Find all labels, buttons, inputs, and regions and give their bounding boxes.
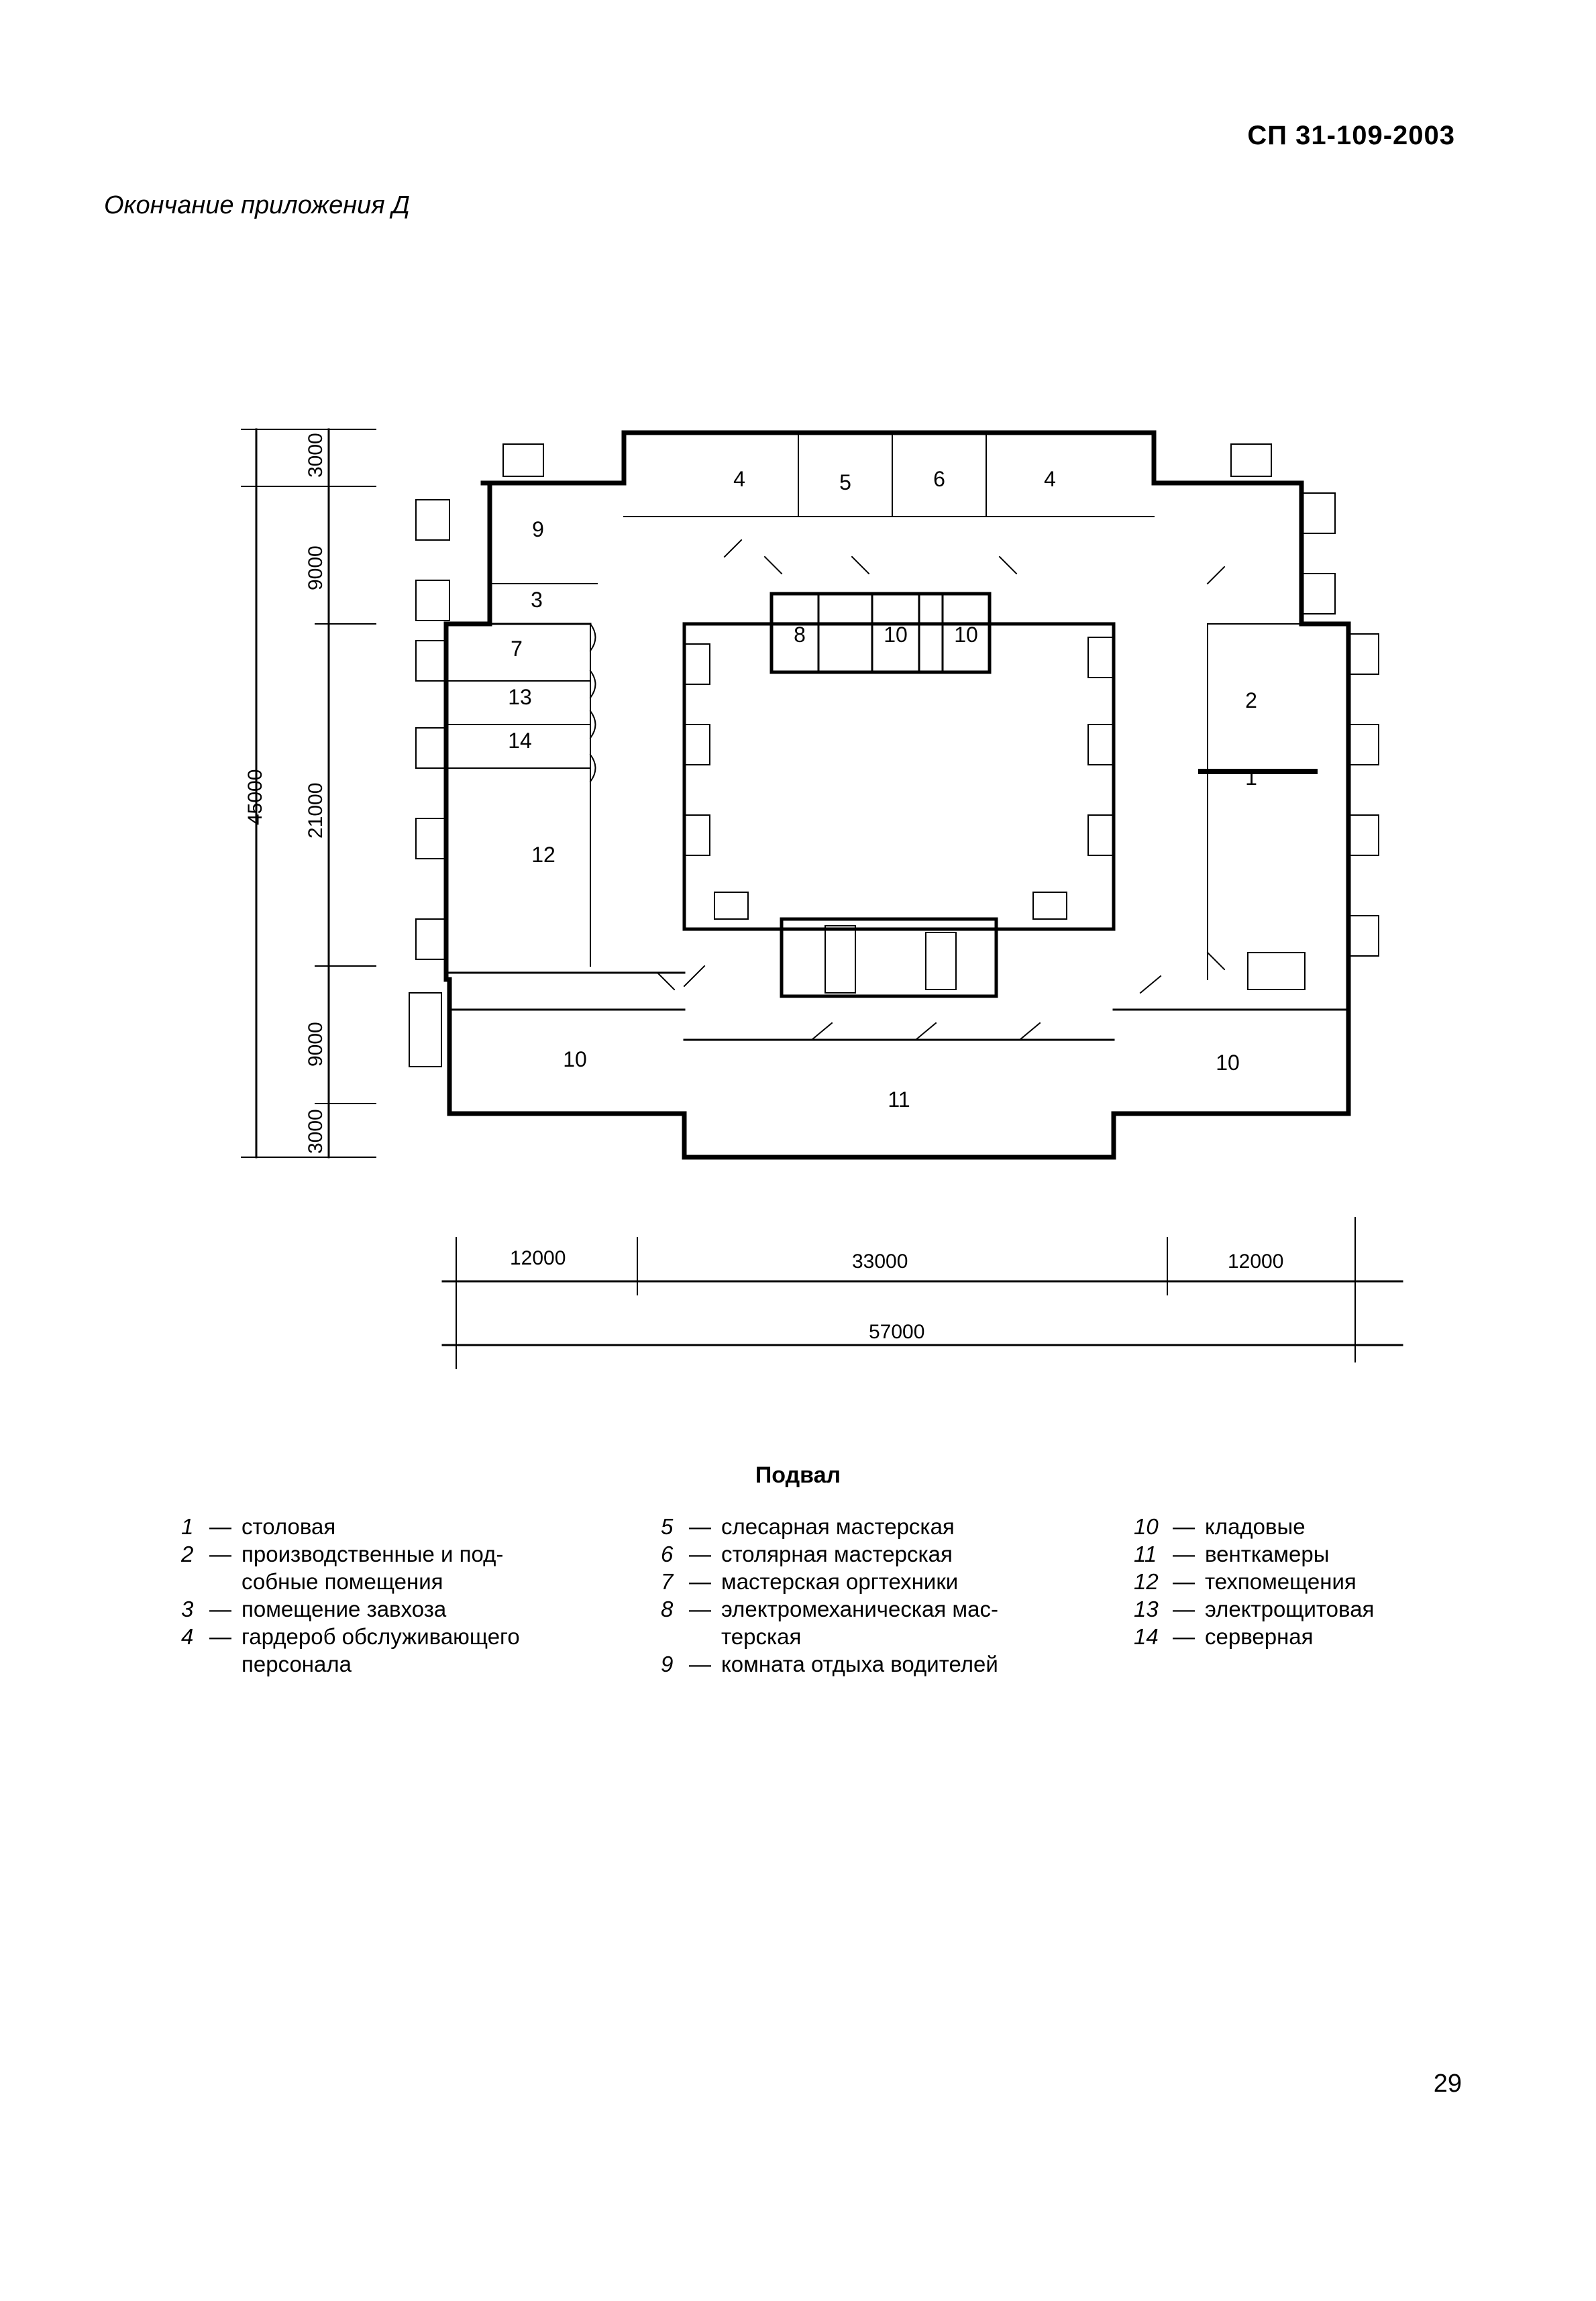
legend-item: 11—венткамеры bbox=[1134, 1542, 1330, 1566]
room-label-6: 6 bbox=[933, 467, 945, 491]
dim-segment-label: 3000 bbox=[305, 433, 327, 478]
legend-item: 3—помещение завхоза bbox=[181, 1597, 447, 1621]
dim-total-label: 45000 bbox=[244, 769, 266, 825]
dim-width-segment: 33000 bbox=[852, 1250, 908, 1273]
legend-item: 8—электромеханическая мас- bbox=[661, 1597, 998, 1621]
room-label-10: 10 bbox=[563, 1047, 587, 1071]
room-label-3: 3 bbox=[531, 588, 543, 612]
legend-item-continuation: персонала bbox=[242, 1652, 352, 1676]
legend-item: 5—слесарная мастерская bbox=[661, 1514, 955, 1539]
legend-item-continuation: терская bbox=[721, 1624, 802, 1649]
legend-item: 13—электрощитовая bbox=[1134, 1597, 1375, 1621]
legend-item: 4—гардероб обслуживающего bbox=[181, 1624, 520, 1649]
room-label-9: 9 bbox=[532, 517, 544, 541]
document-code: СП 31-109-2003 bbox=[1247, 121, 1455, 150]
room-label-10: 10 bbox=[884, 623, 908, 647]
floor-plan-drawing: 45000 3000 9000 21000 9000 3000 12000 33… bbox=[241, 428, 1403, 1369]
legend-item-continuation: собные помещения bbox=[242, 1569, 443, 1594]
page-number: 29 bbox=[1433, 2070, 1462, 2098]
room-label-4: 4 bbox=[1044, 467, 1056, 491]
appendix-title: Окончание приложения Д bbox=[104, 191, 410, 219]
legend-item: 1—столовая bbox=[181, 1514, 336, 1539]
room-label-12: 12 bbox=[531, 843, 555, 867]
dim-segment-label: 9000 bbox=[305, 545, 327, 590]
legend-column-2: 5—слесарная мастерская 6—столярная масте… bbox=[661, 1513, 1077, 1678]
legend-column-1: 1—столовая 2—производственные и под- соб… bbox=[181, 1513, 590, 1678]
room-label-8: 8 bbox=[794, 623, 806, 647]
dim-segment-label: 21000 bbox=[305, 783, 327, 839]
room-label-1: 1 bbox=[1245, 765, 1257, 790]
room-label-10: 10 bbox=[1216, 1051, 1240, 1075]
floor-plan: 45000 3000 9000 21000 9000 3000 12000 33… bbox=[215, 403, 1422, 1412]
legend-column-3: 10—кладовые 11—венткамеры 12—техпомещени… bbox=[1134, 1513, 1509, 1650]
legend-item: 2—производственные и под- bbox=[181, 1542, 504, 1566]
legend-item: 10—кладовые bbox=[1134, 1514, 1306, 1539]
dim-width-total: 57000 bbox=[869, 1321, 924, 1343]
room-label-11: 11 bbox=[888, 1087, 910, 1112]
room-label-10: 10 bbox=[954, 623, 978, 647]
room-label-7: 7 bbox=[511, 637, 523, 661]
room-label-2: 2 bbox=[1245, 688, 1257, 712]
room-label-14: 14 bbox=[508, 729, 532, 753]
room-label-4: 4 bbox=[733, 467, 745, 491]
legend-item: 14—серверная bbox=[1134, 1624, 1314, 1649]
room-label-13: 13 bbox=[508, 685, 532, 709]
legend-item: 9—комната отдыха водителей bbox=[661, 1652, 998, 1676]
courtyard-wall bbox=[682, 622, 1116, 931]
legend-item: 12—техпомещения bbox=[1134, 1569, 1356, 1594]
legend-item: 7—мастерская оргтехники bbox=[661, 1569, 959, 1594]
legend-item: 6—столярная мастерская bbox=[661, 1542, 953, 1566]
dim-width-segment: 12000 bbox=[510, 1247, 566, 1269]
dim-width-segment: 12000 bbox=[1228, 1250, 1283, 1273]
plan-caption: Подвал bbox=[755, 1462, 841, 1488]
exterior-wall bbox=[443, 430, 1351, 1160]
dim-segment-label: 3000 bbox=[305, 1109, 327, 1154]
dim-segment-label: 9000 bbox=[305, 1022, 327, 1067]
room-label-5: 5 bbox=[839, 470, 851, 494]
